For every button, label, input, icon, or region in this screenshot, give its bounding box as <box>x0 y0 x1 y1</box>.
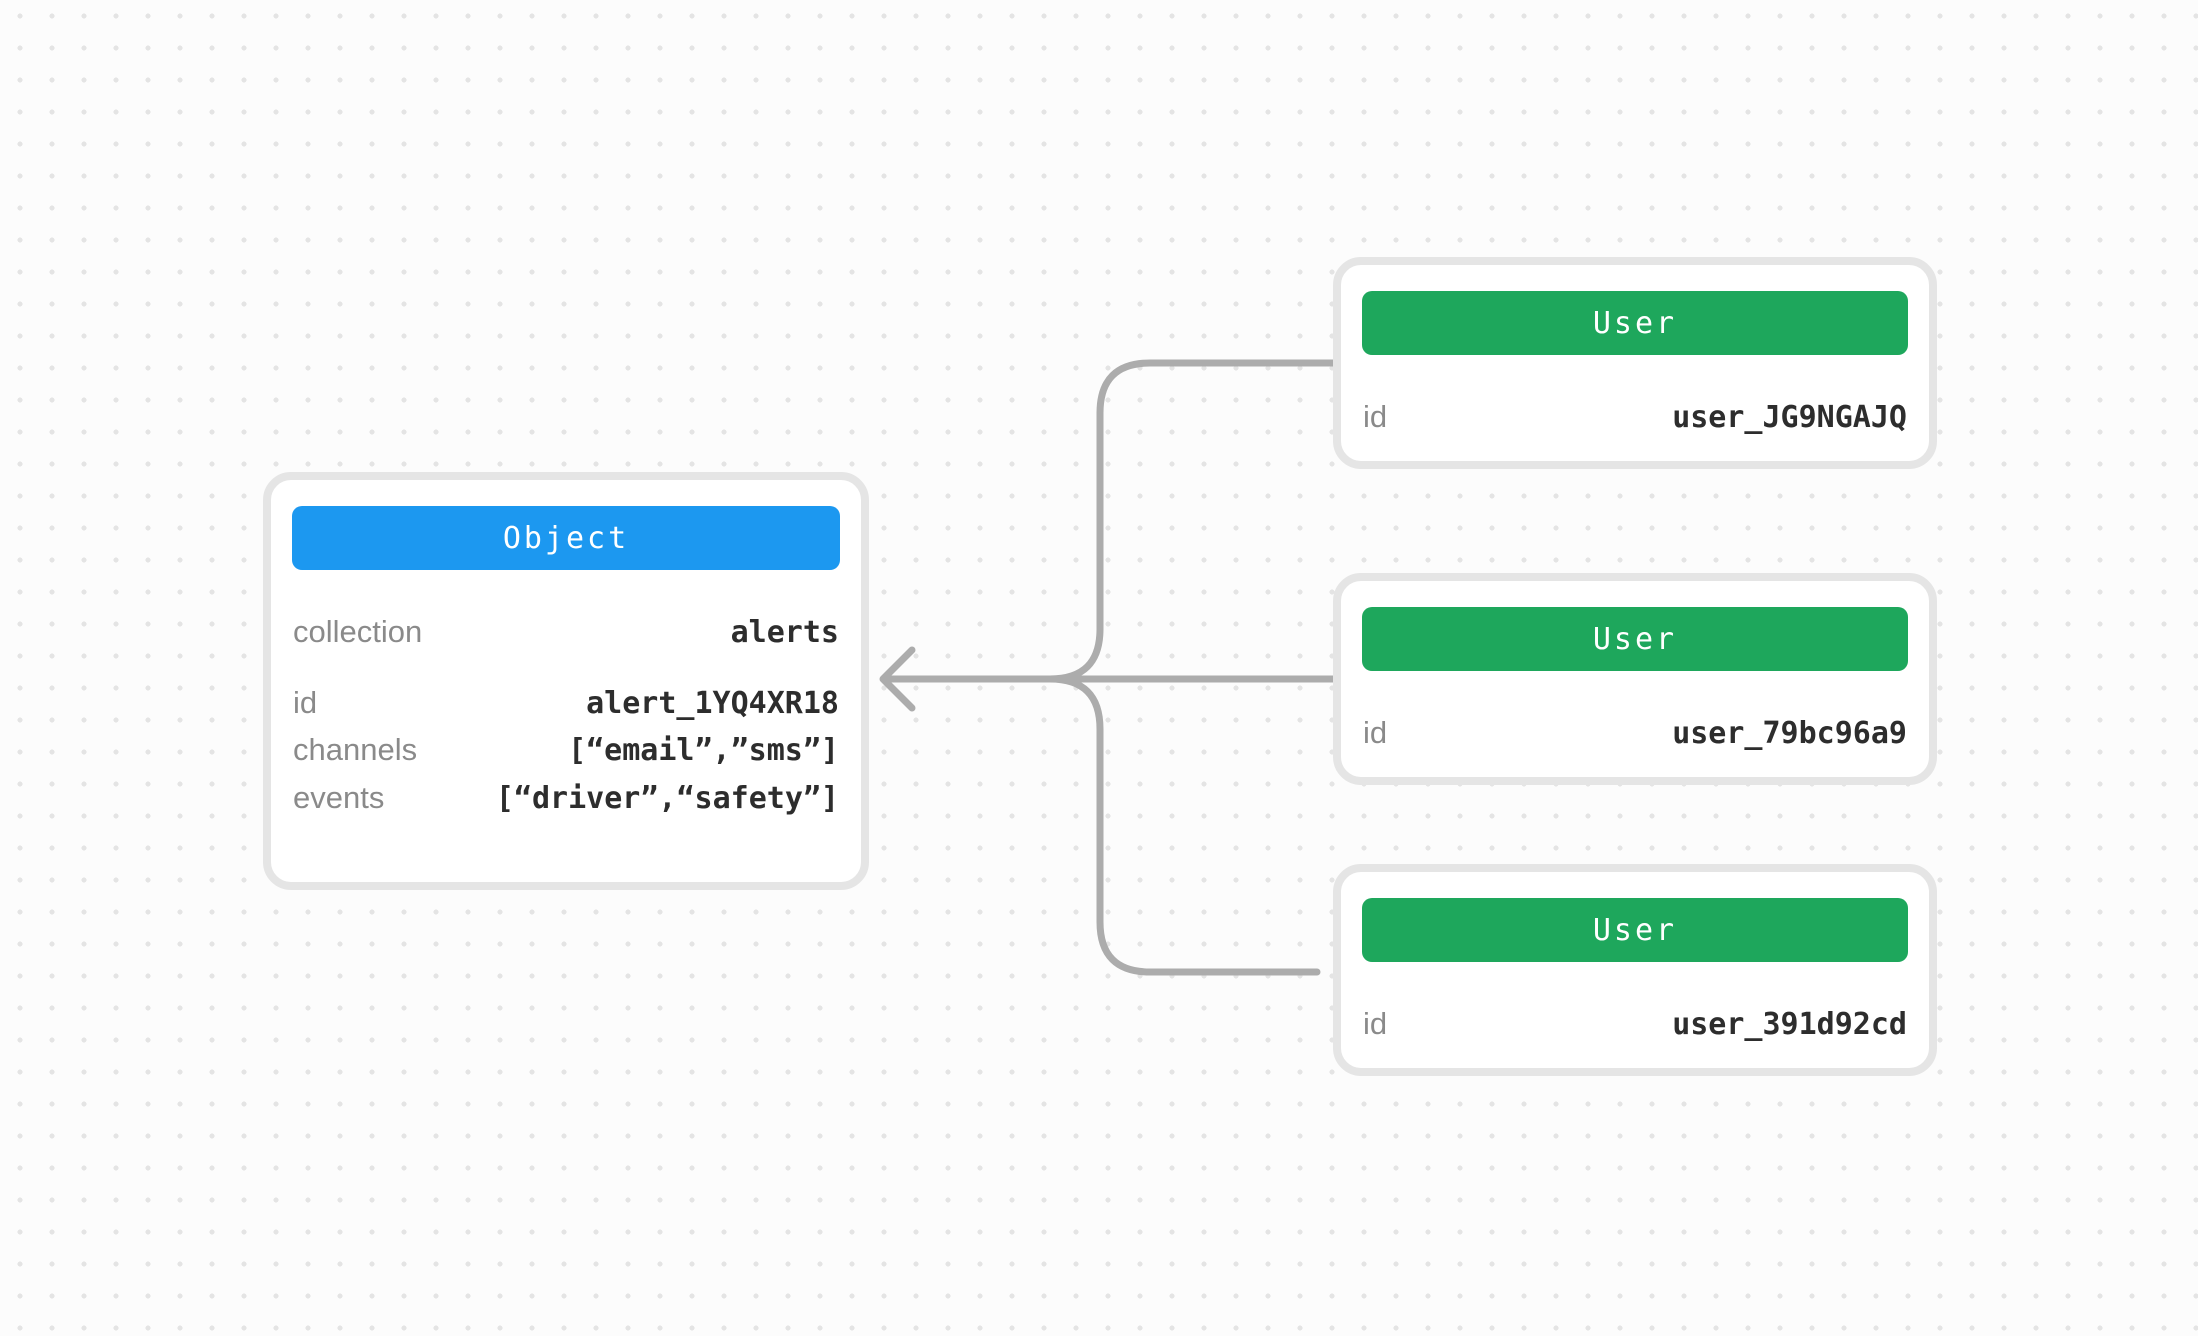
user-field-id: id user_391d92cd <box>1363 1005 1907 1044</box>
field-label: channels <box>293 732 418 767</box>
object-node-header: Object <box>292 506 840 570</box>
user-node-2[interactable]: User id user_79bc96a9 <box>1333 573 1937 785</box>
user-field-id: id user_JG9NGAJQ <box>1363 398 1907 437</box>
user-field-id: id user_79bc96a9 <box>1363 714 1907 753</box>
object-field-events: events [“driver”,“safety”] <box>293 779 839 818</box>
field-value: user_JG9NGAJQ <box>1672 400 1907 435</box>
field-value: [“email”,”sms”] <box>568 733 839 768</box>
user-node-title: User <box>1592 621 1678 657</box>
user-node-header: User <box>1362 291 1908 355</box>
field-value: user_391d92cd <box>1672 1007 1907 1042</box>
field-label: collection <box>293 614 423 649</box>
user-node-title: User <box>1592 305 1678 341</box>
field-label: id <box>1363 715 1388 750</box>
user-node-title: User <box>1592 912 1678 948</box>
connector-user3-to-object <box>1046 675 1321 976</box>
object-node-title: Object <box>502 520 630 556</box>
user-node-1[interactable]: User id user_JG9NGAJQ <box>1333 257 1937 469</box>
field-label: id <box>1363 399 1388 434</box>
object-field-collection: collection alerts <box>293 613 839 652</box>
field-label: id <box>293 685 318 720</box>
field-label: id <box>1363 1006 1388 1041</box>
field-label: events <box>293 780 385 815</box>
arrowhead-icon <box>879 646 916 712</box>
field-value: alert_1YQ4XR18 <box>586 686 839 721</box>
user-node-header: User <box>1362 898 1908 962</box>
object-field-channels: channels [“email”,”sms”] <box>293 731 839 770</box>
field-value: [“driver”,“safety”] <box>495 781 839 816</box>
connector-user1-to-object <box>1046 359 1337 683</box>
user-node-header: User <box>1362 607 1908 671</box>
field-value: user_79bc96a9 <box>1672 716 1907 751</box>
object-field-id: id alert_1YQ4XR18 <box>293 684 839 723</box>
user-node-3[interactable]: User id user_391d92cd <box>1333 864 1937 1076</box>
field-value: alerts <box>730 615 839 650</box>
object-node[interactable]: Object collection alerts id alert_1YQ4XR… <box>263 472 869 890</box>
